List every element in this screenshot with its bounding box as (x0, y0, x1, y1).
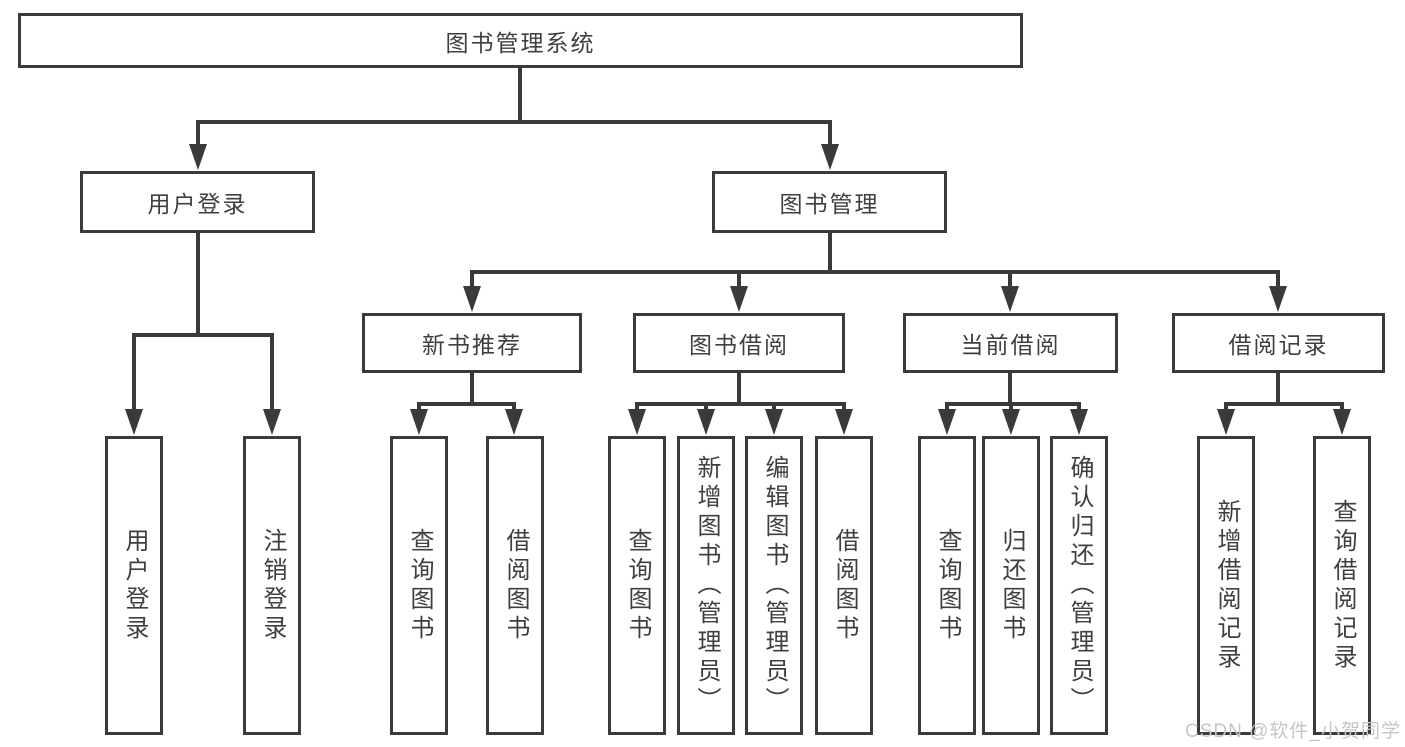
leaf-edit-books-admin: 编辑图书（管理员） (745, 436, 803, 735)
node-root-library-system: 图书管理系统 (18, 13, 1023, 68)
leaf-query-borrow-record: 查询借阅记录 (1313, 436, 1371, 735)
arrow-down-icon (1002, 409, 1020, 435)
node-book-management: 图书管理 (712, 171, 947, 233)
leaf-add-books-admin: 新增图书（管理员） (677, 436, 735, 735)
arrow-down-icon (730, 286, 748, 312)
arrow-down-icon (938, 409, 956, 435)
arrow-down-icon (263, 409, 281, 435)
arrow-down-icon (505, 409, 523, 435)
edge-root-to-level2 (196, 66, 832, 148)
node-borrow-record: 借阅记录 (1172, 313, 1385, 373)
edge-newbooks-to-leaves (417, 372, 516, 412)
node-book-borrow: 图书借阅 (633, 313, 845, 373)
arrow-down-icon (821, 144, 839, 170)
arrow-down-icon (1333, 409, 1351, 435)
leaf-add-borrow-record: 新增借阅记录 (1197, 436, 1255, 735)
arrow-down-icon (628, 409, 646, 435)
arrow-down-icon (835, 409, 853, 435)
arrow-down-icon (1217, 409, 1235, 435)
arrow-down-icon (765, 409, 783, 435)
edge-bookborrow-to-leaves (635, 372, 846, 412)
node-new-book-recommend: 新书推荐 (362, 313, 582, 373)
leaf-query-books-recommend: 查询图书 (390, 436, 448, 735)
node-user-login: 用户登录 (80, 171, 315, 233)
csdn-watermark: CSDN @软件_小贺同学 (1185, 721, 1401, 742)
leaf-query-books-borrow: 查询图书 (608, 436, 666, 735)
arrow-down-icon (1001, 286, 1019, 312)
edge-bookmgmt-to-level3 (470, 231, 1280, 290)
arrow-down-icon (410, 409, 428, 435)
leaf-logout: 注销登录 (243, 436, 301, 735)
arrow-down-icon (697, 409, 715, 435)
arrow-down-icon (189, 144, 207, 170)
leaf-confirm-return-admin: 确认归还（管理员） (1050, 436, 1108, 735)
edge-borrowrecord-to-leaves (1224, 372, 1344, 412)
edge-userlogin-to-leaves (132, 231, 274, 412)
arrow-down-icon (463, 286, 481, 312)
leaf-query-books-current: 查询图书 (918, 436, 976, 735)
node-current-borrow: 当前借阅 (903, 313, 1118, 373)
leaf-user-login: 用户登录 (105, 436, 163, 735)
edge-currentborrow-to-leaves (945, 372, 1081, 412)
arrow-down-icon (1269, 286, 1287, 312)
leaf-return-books: 归还图书 (982, 436, 1040, 735)
leaf-borrow-books: 借阅图书 (815, 436, 873, 735)
leaf-borrow-books-recommend: 借阅图书 (486, 436, 544, 735)
arrow-down-icon (1070, 409, 1088, 435)
arrow-down-icon (125, 409, 143, 435)
